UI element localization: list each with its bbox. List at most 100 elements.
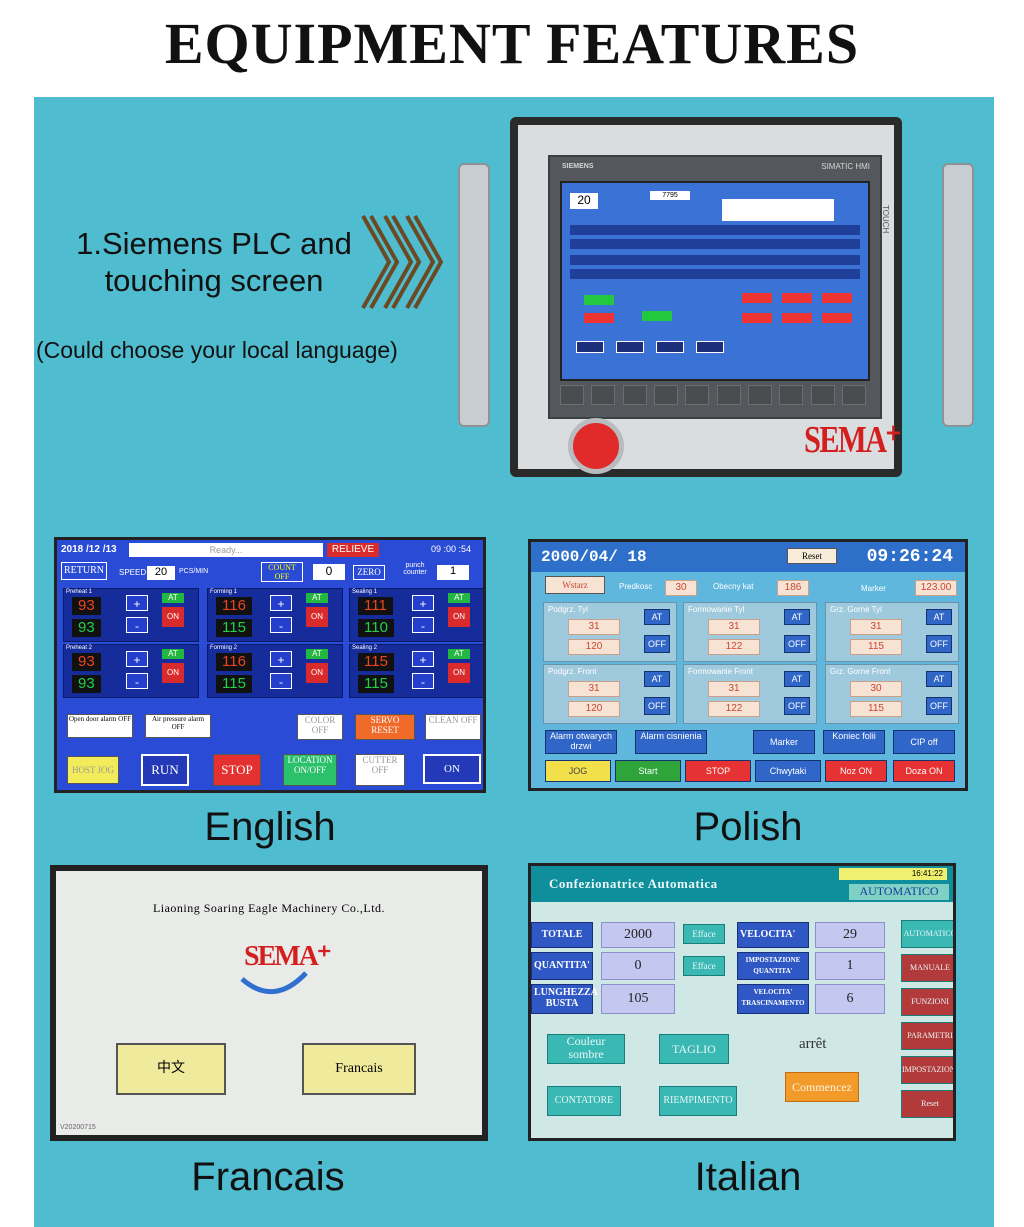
emergency-stop-button[interactable] bbox=[568, 418, 624, 474]
pl-cip-off-button[interactable]: CIP off bbox=[893, 730, 955, 754]
hmi-nav-1[interactable] bbox=[576, 341, 604, 353]
en-block-at-button[interactable]: AT bbox=[162, 649, 184, 659]
pl-alarm-door-button[interactable]: Alarm otwarych drzwi bbox=[545, 730, 617, 754]
function-key[interactable] bbox=[779, 385, 804, 405]
en-block-minus-button[interactable]: - bbox=[412, 673, 434, 689]
en-block-plus-button[interactable]: + bbox=[270, 651, 292, 667]
en-block-plus-button[interactable]: + bbox=[126, 595, 148, 611]
en-on-button[interactable]: ON bbox=[423, 754, 481, 784]
en-block-minus-button[interactable]: - bbox=[126, 617, 148, 633]
it-contatore-button[interactable]: CONTATORE bbox=[547, 1086, 621, 1116]
hmi-auto-button[interactable] bbox=[584, 295, 614, 305]
en-color-off-button[interactable]: COLOR OFF bbox=[297, 714, 343, 740]
en-return-button[interactable]: RETURN bbox=[61, 562, 107, 580]
en-block-on-button[interactable]: ON bbox=[306, 663, 328, 683]
function-key[interactable] bbox=[716, 385, 741, 405]
pl-jog-button[interactable]: JOG bbox=[545, 760, 611, 782]
it-side-tab[interactable]: FUNZIONI bbox=[901, 988, 953, 1016]
fr-chinese-button[interactable]: 中文 bbox=[116, 1043, 226, 1095]
pl-group-at-button[interactable]: AT bbox=[926, 671, 952, 687]
en-block-minus-button[interactable]: - bbox=[412, 617, 434, 633]
hmi-nav-3[interactable] bbox=[656, 341, 684, 353]
it-efface-button-2[interactable]: Efface bbox=[683, 956, 725, 976]
pl-foil-end-button[interactable]: Koniec folii bbox=[823, 730, 885, 754]
hmi-nav-2[interactable] bbox=[616, 341, 644, 353]
en-block-plus-button[interactable]: + bbox=[412, 651, 434, 667]
en-host-jog-button[interactable]: HOST JOG bbox=[67, 756, 119, 784]
pl-knife-on-button[interactable]: Noz ON bbox=[825, 760, 887, 782]
pl-group-at-button[interactable]: AT bbox=[784, 671, 810, 687]
en-zero-button[interactable]: ZERO bbox=[353, 565, 385, 580]
en-servo-reset-button[interactable]: SERVO RESET bbox=[355, 714, 415, 740]
pl-marker-button[interactable]: Marker bbox=[753, 730, 815, 754]
en-air-pressure-button[interactable]: Air pressure alarm OFF bbox=[145, 714, 211, 738]
it-efface-button-1[interactable]: Efface bbox=[683, 924, 725, 944]
en-block-plus-button[interactable]: + bbox=[412, 595, 434, 611]
en-block-on-button[interactable]: ON bbox=[306, 607, 328, 627]
function-key[interactable] bbox=[622, 385, 647, 405]
pl-group-off-button[interactable]: OFF bbox=[926, 697, 952, 715]
pl-start-button[interactable]: Start bbox=[615, 760, 681, 782]
en-run-button[interactable]: RUN bbox=[141, 754, 189, 786]
en-block-at-button[interactable]: AT bbox=[306, 593, 328, 603]
pl-mode-button[interactable]: Wstarz bbox=[545, 576, 605, 594]
it-side-tab[interactable]: IMPOSTAZIONI bbox=[901, 1056, 953, 1084]
it-side-tab[interactable]: PARAMETRI bbox=[901, 1022, 953, 1050]
en-stop-button[interactable]: STOP bbox=[213, 754, 261, 786]
pl-group-off-button[interactable]: OFF bbox=[784, 635, 810, 653]
pl-grip-button[interactable]: Chwytaki bbox=[755, 760, 821, 782]
fr-francais-button[interactable]: Francais bbox=[302, 1043, 416, 1095]
function-key[interactable] bbox=[653, 385, 678, 405]
it-riempimento-button[interactable]: RIEMPIMENTO bbox=[659, 1086, 737, 1116]
en-relieve-button[interactable]: RELIEVE bbox=[327, 543, 379, 557]
it-side-tab[interactable]: Reset bbox=[901, 1090, 953, 1118]
en-block-minus-button[interactable]: - bbox=[126, 673, 148, 689]
en-block-on-button[interactable]: ON bbox=[162, 607, 184, 627]
function-key[interactable] bbox=[841, 385, 866, 405]
pl-group-off-button[interactable]: OFF bbox=[644, 697, 670, 715]
function-key[interactable] bbox=[747, 385, 772, 405]
pl-group-off-button[interactable]: OFF bbox=[784, 697, 810, 715]
en-block-plus-button[interactable]: + bbox=[270, 595, 292, 611]
pl-group-off-button[interactable]: OFF bbox=[644, 635, 670, 653]
pl-group-at-button[interactable]: AT bbox=[644, 671, 670, 687]
en-location-button[interactable]: LOCATION ON/OFF bbox=[283, 754, 337, 786]
pl-group-at-button[interactable]: AT bbox=[926, 609, 952, 625]
pl-alarm-pressure-button[interactable]: Alarm cisnienia bbox=[635, 730, 707, 754]
pl-dose-on-button[interactable]: Doza ON bbox=[893, 760, 955, 782]
it-couleur-button[interactable]: Couleur sombre bbox=[547, 1034, 625, 1064]
it-taglio-button[interactable]: TAGLIO bbox=[659, 1034, 729, 1064]
it-side-tab[interactable]: AUTOMATICO bbox=[901, 920, 953, 948]
function-key[interactable] bbox=[560, 385, 584, 405]
hmi-screen[interactable]: 20 7795 bbox=[560, 181, 870, 381]
en-block-at-button[interactable]: AT bbox=[448, 649, 470, 659]
en-block-minus-button[interactable]: - bbox=[270, 673, 292, 689]
en-block-at-button[interactable]: AT bbox=[448, 593, 470, 603]
function-key[interactable] bbox=[685, 385, 710, 405]
en-block-minus-button[interactable]: - bbox=[270, 617, 292, 633]
function-key[interactable] bbox=[810, 385, 835, 405]
hmi-nav-4[interactable] bbox=[696, 341, 724, 353]
hmi-cut-button[interactable] bbox=[642, 311, 672, 321]
en-cutter-off-button[interactable]: CUTTER OFF bbox=[355, 754, 405, 786]
en-block-on-button[interactable]: ON bbox=[448, 663, 470, 683]
en-block-at-button[interactable]: AT bbox=[162, 593, 184, 603]
it-mode: AUTOMATICO bbox=[849, 884, 949, 900]
pl-stop-button[interactable]: STOP bbox=[685, 760, 751, 782]
en-count-off-button[interactable]: COUNT OFF bbox=[261, 562, 303, 582]
en-block-on-button[interactable]: ON bbox=[162, 663, 184, 683]
pl-reset-button[interactable]: Reset bbox=[787, 548, 837, 564]
pl-group-at-button[interactable]: AT bbox=[644, 609, 670, 625]
hmi-stop-button[interactable] bbox=[584, 313, 614, 323]
it-commencez-button[interactable]: Commencez bbox=[785, 1072, 859, 1102]
function-key[interactable] bbox=[591, 385, 616, 405]
en-open-door-button[interactable]: Open door alarm OFF bbox=[67, 714, 133, 738]
en-clean-off-button[interactable]: CLEAN OFF bbox=[425, 714, 481, 740]
en-block-plus-button[interactable]: + bbox=[126, 651, 148, 667]
it-side-tab[interactable]: MANUALE bbox=[901, 954, 953, 982]
en-block-at-button[interactable]: AT bbox=[306, 649, 328, 659]
en-block-on-button[interactable]: ON bbox=[448, 607, 470, 627]
pl-group-at-button[interactable]: AT bbox=[784, 609, 810, 625]
pl-group-off-button[interactable]: OFF bbox=[926, 635, 952, 653]
